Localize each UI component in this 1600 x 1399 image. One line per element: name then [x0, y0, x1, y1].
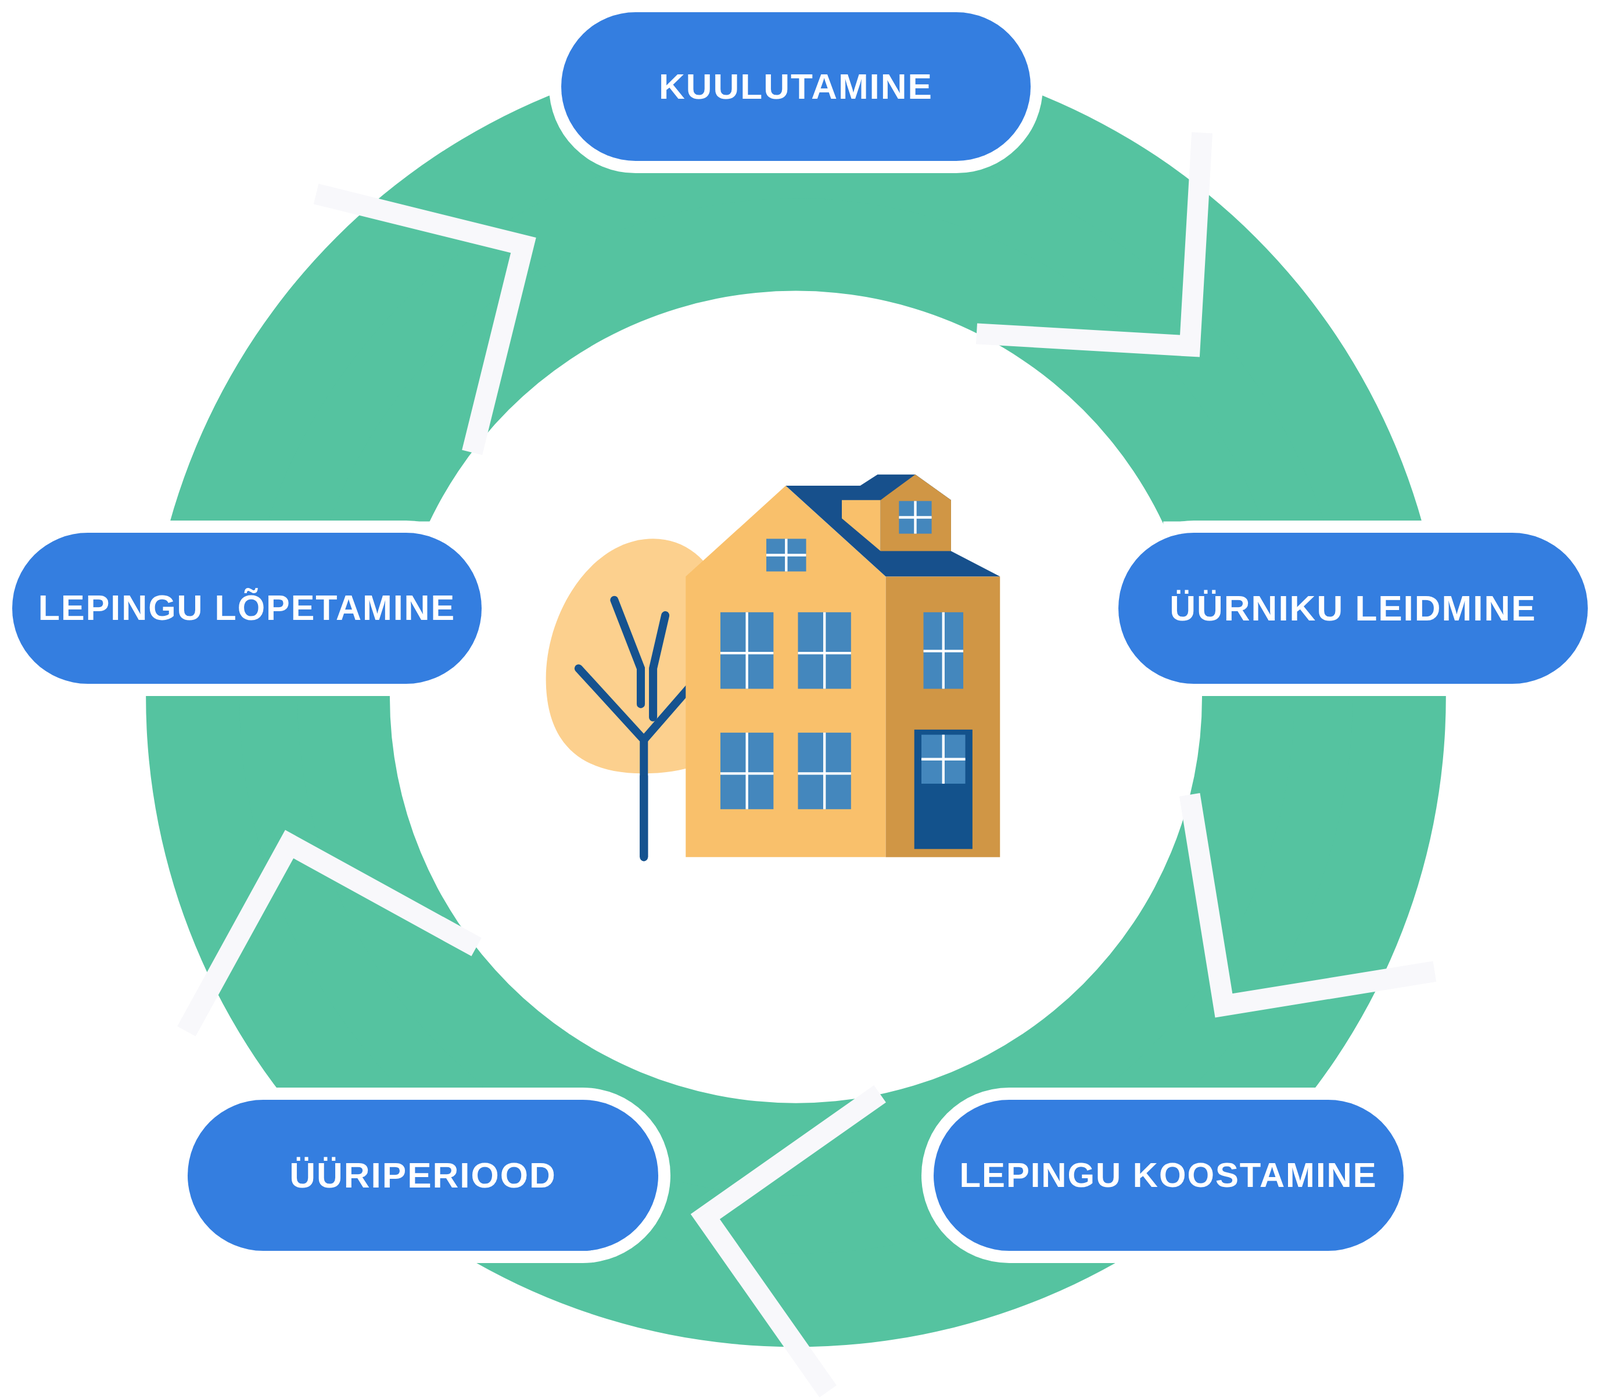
chevron-arrowhead: [976, 133, 1203, 347]
cycle-arrow: [186, 683, 477, 1101]
stage-pill: ÜÜRNIKU LEIDMINE: [1118, 532, 1588, 684]
chevron-arrowhead: [1189, 794, 1436, 1006]
cycle-arrow: [1138, 683, 1436, 1101]
stage-label: ÜÜRNIKU LEIDMINE: [1169, 588, 1537, 629]
stage-pill: ÜÜRIPERIOOD: [187, 1099, 659, 1251]
ring-segment: [295, 160, 796, 533]
chevron-arrowhead: [316, 194, 524, 453]
stage-label: LEPINGU LÕPETAMINE: [38, 588, 456, 628]
cycle-arrow: [658, 1093, 934, 1392]
ring-segment: [1138, 683, 1324, 1101]
stage-pill: LEPINGU LÕPETAMINE: [12, 532, 482, 684]
chevron-arrowhead: [186, 844, 477, 1032]
stage-pill: KUULUTAMINE: [561, 12, 1031, 161]
stage-pill: LEPINGU KOOSTAMINE: [933, 1099, 1404, 1251]
stage-label: KUULUTAMINE: [658, 66, 934, 107]
stage-label: ÜÜRIPERIOOD: [289, 1155, 556, 1196]
cycle-arrow: [295, 160, 796, 533]
cycle-arrow: [795, 133, 1297, 533]
house-illustration: [546, 474, 1001, 858]
stage-label: LEPINGU KOOSTAMINE: [959, 1156, 1378, 1195]
chevron-arrowhead: [705, 1093, 881, 1392]
